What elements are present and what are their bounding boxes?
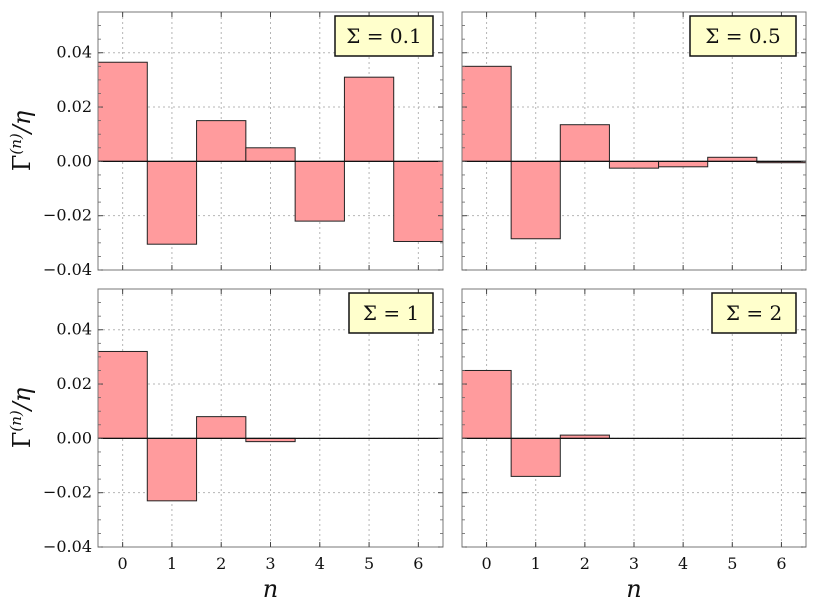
- bar-3: [245, 147, 296, 162]
- x-tick-label: 4: [678, 554, 688, 573]
- y-axis-title-rest: /η: [8, 387, 36, 412]
- y-tick-label: 0.00: [56, 428, 92, 447]
- annotation-label: Σ = 1: [363, 301, 419, 325]
- chart-panel-bottom-left: 0.04 0.02 0.00 −0.02 −0.04 0 1 2 3 4 5 6 n Γ(n)/η Σ = …: [7, 288, 444, 603]
- bar-5: [707, 156, 758, 162]
- x-tick-label: 1: [531, 554, 541, 573]
- y-tick-label: −0.04: [43, 537, 92, 556]
- bar-0: [97, 61, 148, 162]
- x-tick-label: 2: [216, 554, 226, 573]
- y-tick-label: 0.02: [56, 97, 92, 116]
- x-tick-label: 3: [629, 554, 639, 573]
- annotation-box: [689, 15, 797, 57]
- bar-5: [343, 76, 395, 162]
- bar-6: [393, 160, 444, 242]
- x-tick-label: 4: [315, 554, 325, 573]
- x-axis-title: n: [263, 575, 278, 603]
- x-tick-label: 2: [580, 554, 590, 573]
- x-tick-label: 6: [776, 554, 786, 573]
- y-axis-title: Γ(n)/η: [7, 110, 36, 171]
- y-axis-title-sup: (n): [7, 410, 25, 432]
- bar-4: [294, 160, 345, 222]
- x-tick-label: 1: [167, 554, 177, 573]
- y-axis-title-gamma: Γ: [8, 155, 36, 172]
- bar-2: [196, 120, 247, 162]
- bar-2: [559, 124, 610, 162]
- bar-1: [510, 437, 561, 477]
- y-axis-title: Γ(n)/η: [7, 387, 36, 448]
- y-tick-label: 0.04: [56, 320, 92, 339]
- y-tick-label: 0.04: [56, 43, 92, 62]
- chart-panel-top-left: 0.04 0.02 0.00 −0.02 −0.04 Γ(n)/η Σ = 0.1: [7, 11, 444, 279]
- bar-0: [97, 350, 148, 439]
- bar-1: [146, 160, 198, 245]
- bar-1: [146, 437, 198, 502]
- annotation-box: [711, 292, 797, 334]
- annotation-label: Σ = 0.1: [346, 24, 421, 48]
- chart-panel-top-right: Σ = 0.5: [461, 11, 807, 271]
- bar-4: [658, 160, 709, 168]
- y-axis-title-rest: /η: [8, 110, 36, 135]
- bar-0: [461, 65, 512, 162]
- y-tick-label: −0.02: [43, 483, 92, 502]
- y-tick-label: 0.00: [56, 151, 92, 170]
- x-tick-label: 0: [481, 554, 491, 573]
- x-axis-title: n: [626, 575, 641, 603]
- annotation-box: [334, 15, 434, 57]
- x-tick-label: 6: [413, 554, 423, 573]
- annotation-label: Σ = 2: [726, 301, 782, 325]
- y-axis-title-gamma: Γ: [8, 432, 36, 449]
- bar-3: [608, 160, 660, 169]
- bar-2: [196, 416, 247, 439]
- annotation-label: Σ = 0.5: [705, 24, 780, 48]
- annotation-box: [348, 292, 434, 334]
- x-tick-label: 0: [118, 554, 128, 573]
- x-tick-label: 5: [727, 554, 737, 573]
- chart-panel-bottom-right: 0 1 2 3 4 5 6 n Σ = 2: [461, 288, 807, 603]
- y-tick-label: −0.02: [43, 206, 92, 225]
- x-tick-label: 3: [265, 554, 275, 573]
- y-axis-title-sup: (n): [7, 133, 25, 155]
- bar-0: [461, 369, 512, 439]
- bar-1: [510, 160, 561, 240]
- y-tick-label: −0.04: [43, 260, 92, 279]
- x-tick-label: 5: [364, 554, 374, 573]
- y-tick-label: 0.02: [56, 374, 92, 393]
